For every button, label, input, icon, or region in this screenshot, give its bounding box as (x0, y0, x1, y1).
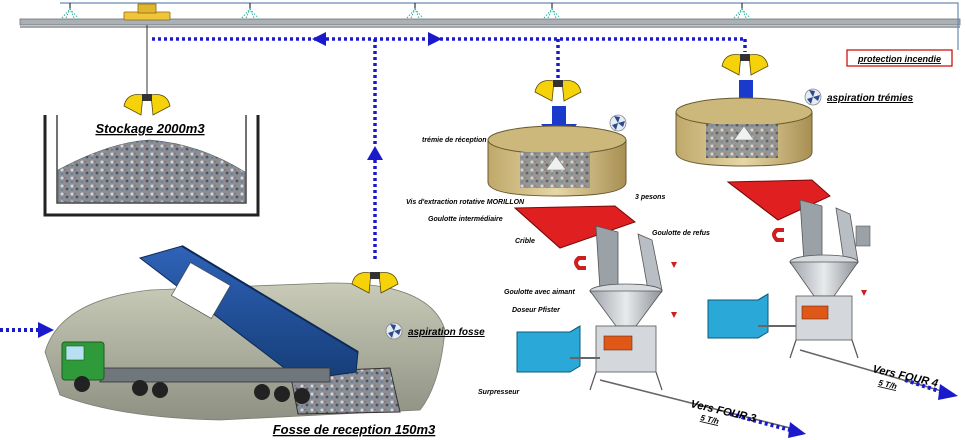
crane-rail (19, 18, 961, 28)
tremie-label: trémie de réception (422, 137, 487, 144)
fan-icon (385, 322, 403, 340)
pneumatic-line-line1 (599, 379, 806, 438)
fire-pipe (60, 2, 959, 50)
truck-entry-arrow (0, 322, 54, 338)
grab-bucket-icon (721, 54, 769, 76)
aspiration-tremies-label: aspiration trémies (827, 93, 914, 104)
dosing-cone-line2 (789, 254, 859, 359)
screen-line2 (726, 179, 831, 221)
vis-label: Vis d'extraction rotative MORILLON (406, 199, 525, 206)
stockage-pit (43, 115, 260, 217)
aspiration-fosse-label: aspiration fosse (408, 327, 485, 338)
sprinkler-icon (241, 3, 259, 19)
sprinkler-icon (406, 3, 424, 19)
doseur-label: Doseur Pfister (512, 307, 561, 314)
hopper-line1 (487, 125, 627, 197)
goulotte-int-label: Goulotte intermédiaire (428, 216, 503, 223)
sprinkler-icon (61, 3, 79, 19)
fosse-label: Fosse de reception 150m3 (273, 422, 436, 437)
side-tank-line2 (855, 225, 871, 247)
fan-icon (804, 88, 822, 106)
dosing-cone-line1 (589, 283, 663, 391)
downflow-markers-line1 (671, 262, 677, 318)
grab-bucket-icon (351, 272, 399, 294)
goulotte-aimant-label: Goulotte avec aimant (504, 289, 575, 296)
hopper-line2 (675, 97, 813, 167)
air-duct-network (152, 37, 747, 392)
blower-line2 (707, 293, 796, 339)
magnet-icon (772, 228, 784, 242)
protection-label: protection incendie (857, 54, 941, 64)
pneumatic-line-line2 (799, 349, 958, 400)
grab-bucket-icon (123, 94, 171, 116)
fan-icon (609, 114, 627, 132)
crible-label: Crible (515, 238, 535, 245)
downflow-markers-line2 (861, 238, 867, 296)
stockage-label: Stockage 2000m3 (95, 121, 205, 136)
chute-line2 (799, 199, 859, 263)
sprinkler-icon (733, 3, 751, 19)
surpresseur-label: Surpresseur (478, 389, 521, 396)
crane-trolley (123, 3, 171, 96)
magnet-icon (574, 256, 586, 270)
four4-rate: 5 T/h (878, 378, 898, 391)
pesons-label: 3 pesons (635, 194, 665, 201)
grab-bucket-icon (534, 80, 582, 102)
goulotte-refus-label: Goulotte de refus (652, 230, 710, 237)
sprinkler-icon (543, 3, 561, 19)
dump-truck (61, 245, 359, 404)
screen-line1 (513, 205, 637, 249)
four3-rate: 5 T/h (700, 413, 720, 426)
protection-label-box: protection incendie (846, 49, 953, 67)
blower-line1 (516, 325, 600, 373)
